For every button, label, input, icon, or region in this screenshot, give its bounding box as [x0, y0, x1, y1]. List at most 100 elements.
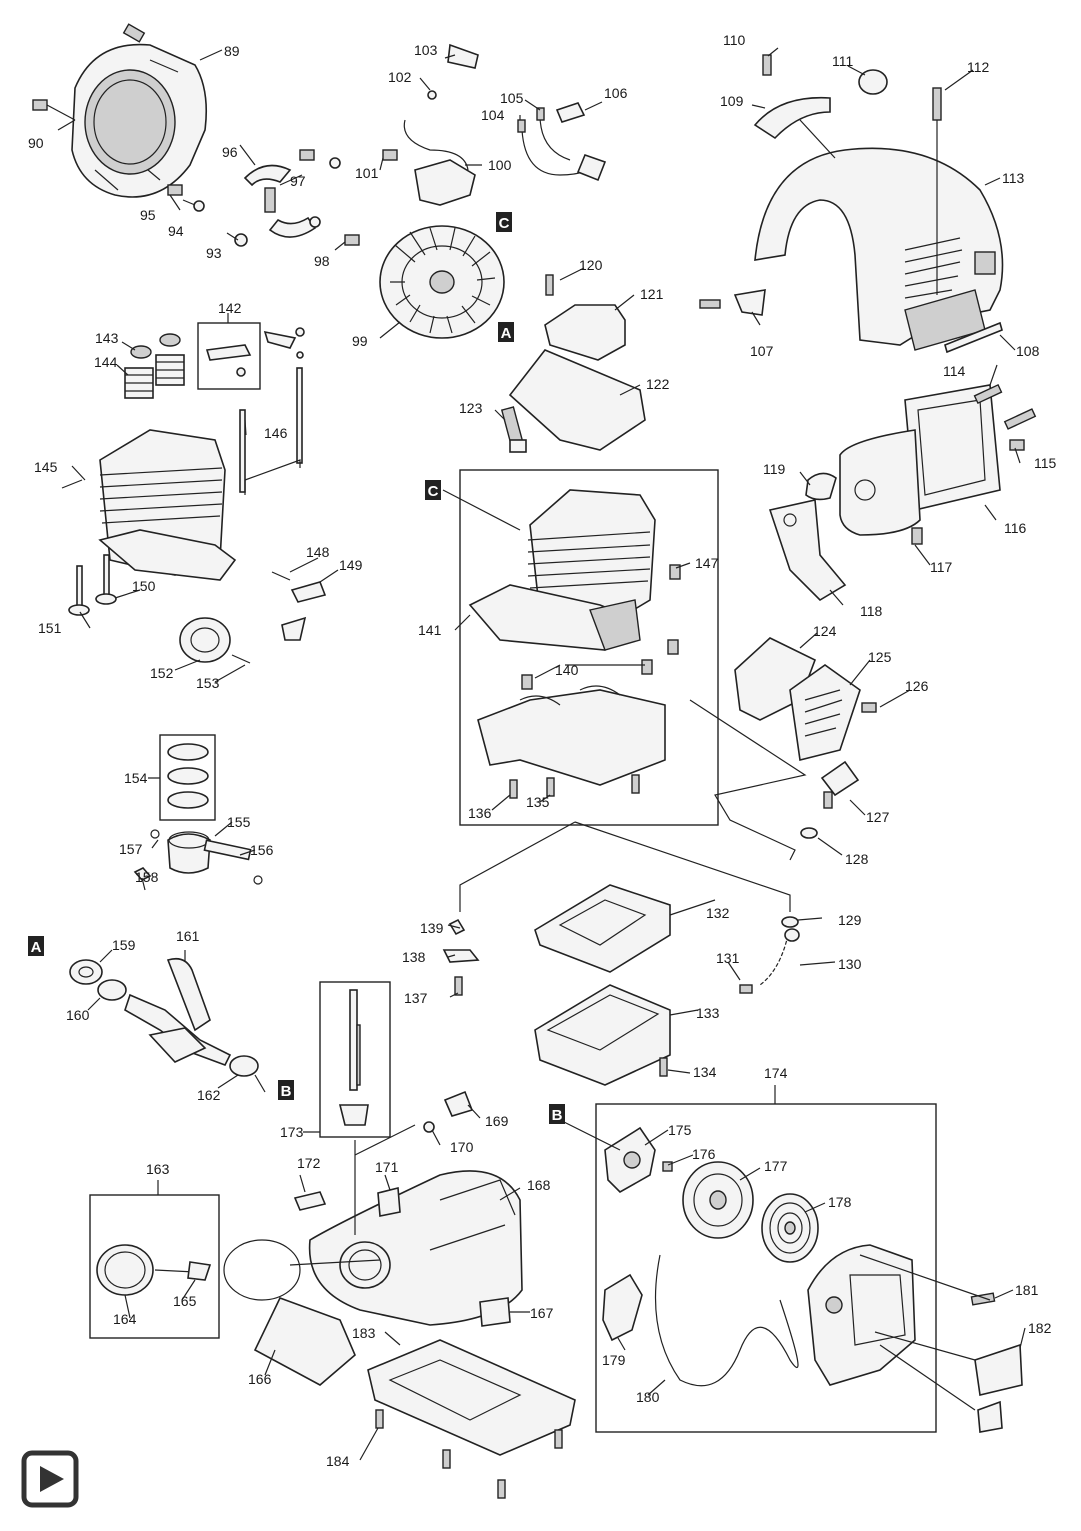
- part-number-111: 111: [832, 53, 853, 69]
- part-number-108: 108: [1016, 343, 1040, 359]
- part-number-141: 141: [418, 622, 442, 638]
- part-number-124: 124: [813, 623, 837, 639]
- fuel-cap-164: [96, 1244, 212, 1296]
- clutch-assembly: [167, 149, 341, 247]
- fuel-pickup-box-173: [319, 981, 391, 1138]
- part-number-184: 184: [326, 1453, 350, 1469]
- rocker-arm-142: [205, 327, 305, 377]
- part-number-96: 96: [222, 144, 238, 160]
- oil-pan-133: [534, 984, 671, 1086]
- stop-wire-104: [517, 102, 607, 182]
- part-number-133: 133: [696, 1005, 720, 1021]
- rocker-cover-121: [544, 274, 626, 361]
- part-number-165: 165: [173, 1293, 197, 1309]
- cam-gear-152: [179, 617, 251, 664]
- part-number-135: 135: [526, 794, 550, 810]
- crankcase-140: [477, 564, 681, 786]
- base-plate-183: [367, 1339, 576, 1499]
- part-number-177: 177: [764, 1158, 788, 1174]
- cylinder-141: [468, 489, 656, 651]
- muffler-screws-114-115: [973, 383, 1037, 451]
- part-number-104: 104: [481, 107, 505, 123]
- part-number-161: 161: [176, 928, 200, 944]
- fuel-tank-168: [308, 1170, 523, 1326]
- part-number-162: 162: [197, 1087, 221, 1103]
- crankcase-screws-135-136: [509, 774, 640, 799]
- fuel-filter-127: [800, 760, 860, 839]
- part-number-105: 105: [500, 90, 524, 106]
- marker-a-crank-label: A: [31, 939, 42, 956]
- starter-housing-181: [807, 1244, 996, 1386]
- part-number-172: 172: [297, 1155, 321, 1171]
- part-number-148: 148: [306, 544, 330, 560]
- oil-parts-137-139: [442, 918, 480, 996]
- part-number-89: 89: [224, 43, 240, 59]
- part-number-110: 110: [723, 32, 746, 48]
- part-number-128: 128: [845, 851, 869, 867]
- part-number-98: 98: [314, 253, 330, 269]
- part-number-156: 156: [250, 842, 274, 858]
- part-number-134: 134: [693, 1064, 717, 1080]
- engine-block-box: [459, 469, 719, 826]
- part-number-179: 179: [602, 1352, 626, 1368]
- part-number-115: 115: [1034, 455, 1057, 471]
- oil-hose-130: [739, 916, 800, 994]
- muffler-117: [839, 429, 923, 545]
- starter-pawl-175: [604, 1126, 673, 1193]
- part-number-131: 131: [716, 950, 740, 966]
- part-number-145: 145: [34, 459, 58, 475]
- cover-bracket-109: [753, 96, 836, 159]
- part-number-178: 178: [828, 1194, 852, 1210]
- part-number-labels: 89 90 96 97 95 94 93 98 99 100 101 102 1…: [28, 32, 1057, 1469]
- part-number-142: 142: [218, 300, 242, 316]
- spark-plug-cap-103: [427, 43, 479, 100]
- part-number-181: 181: [1015, 1282, 1039, 1298]
- piston-155: [133, 829, 263, 885]
- starter-handle-179: [602, 1254, 799, 1387]
- part-number-116: 116: [1004, 520, 1027, 536]
- cam-follower-149: [271, 571, 327, 641]
- part-number-129: 129: [838, 912, 862, 928]
- marker-c-block: C: [425, 480, 441, 500]
- part-number-143: 143: [95, 330, 119, 346]
- play-icon: [40, 1466, 64, 1492]
- marker-b-crank: B: [278, 1080, 294, 1100]
- cover-screws: [762, 54, 942, 295]
- flywheel-99: [344, 225, 505, 339]
- part-number-183: 183: [352, 1325, 376, 1341]
- marker-a-top-label: A: [501, 325, 512, 342]
- part-number-95: 95: [140, 207, 156, 223]
- part-number-109: 109: [720, 93, 744, 109]
- part-number-125: 125: [868, 649, 892, 665]
- part-number-154: 154: [124, 770, 148, 786]
- section-lines: [244, 459, 991, 1411]
- play-button[interactable]: [21, 1450, 79, 1508]
- part-number-168: 168: [527, 1177, 551, 1193]
- part-number-152: 152: [150, 665, 174, 681]
- fuel-cap-gasket-166: [223, 1239, 356, 1386]
- part-number-123: 123: [459, 400, 483, 416]
- part-number-166: 166: [248, 1371, 272, 1387]
- part-number-155: 155: [227, 814, 251, 830]
- part-number-160: 160: [66, 1007, 90, 1023]
- part-number-149: 149: [339, 557, 363, 573]
- part-number-147: 147: [695, 555, 719, 571]
- starter-labels-182: [974, 1343, 1023, 1433]
- part-number-151: 151: [38, 620, 62, 636]
- valve-springs-144: [124, 333, 185, 399]
- part-number-167: 167: [530, 1305, 554, 1321]
- oil-pan-gasket-132: [534, 884, 671, 973]
- part-number-164: 164: [113, 1311, 137, 1327]
- part-number-137: 137: [404, 990, 428, 1006]
- engine-cover-113: [754, 147, 1004, 351]
- recoil-spring-178: [761, 1193, 819, 1263]
- part-number-126: 126: [905, 678, 929, 694]
- intake-plate-125: [789, 664, 877, 761]
- part-number-144: 144: [94, 354, 118, 370]
- leader-lines: [57, 47, 1026, 1461]
- part-number-171: 171: [375, 1159, 399, 1175]
- marker-c-top: C: [496, 212, 512, 232]
- part-number-117: 117: [930, 559, 953, 575]
- part-number-174: 174: [764, 1065, 788, 1081]
- part-number-97: 97: [290, 173, 306, 189]
